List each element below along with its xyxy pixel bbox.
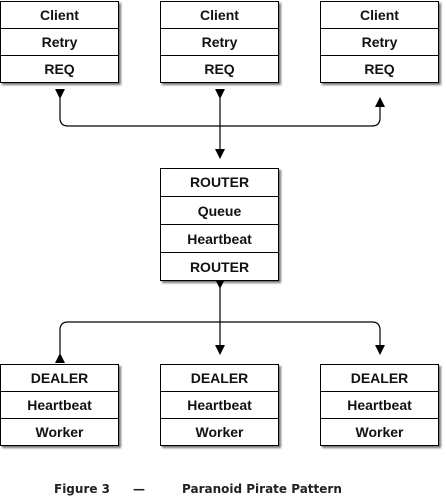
figure-number: Figure 3 bbox=[54, 482, 111, 496]
queue-label: Queue bbox=[161, 196, 278, 224]
req-socket-label: REQ bbox=[161, 55, 278, 82]
dealer-socket-label: DEALER bbox=[350, 370, 409, 386]
figure-title: Paranoid Pirate Pattern bbox=[182, 482, 342, 496]
client-label: Client bbox=[360, 7, 399, 23]
heartbeat-label: Heartbeat bbox=[161, 224, 278, 252]
client-box-3: Client Retry REQ bbox=[320, 1, 439, 83]
heartbeat-label: Heartbeat bbox=[1, 391, 118, 418]
frontend-router-label: ROUTER bbox=[189, 174, 250, 190]
client-box-1: Client Retry REQ bbox=[0, 1, 119, 83]
backend-router-label: ROUTER bbox=[161, 252, 278, 280]
dealer-socket-label: DEALER bbox=[190, 370, 249, 386]
retry-label: Retry bbox=[1, 28, 118, 55]
req-socket-label: REQ bbox=[321, 55, 438, 82]
client-box-2: Client Retry REQ bbox=[160, 1, 279, 83]
retry-label: Retry bbox=[321, 28, 438, 55]
worker-box-3: DEALER Heartbeat Worker bbox=[320, 364, 439, 446]
dealer-socket-label: DEALER bbox=[30, 370, 89, 386]
caption-dash: — bbox=[133, 482, 145, 496]
heartbeat-label: Heartbeat bbox=[321, 391, 438, 418]
retry-label: Retry bbox=[161, 28, 278, 55]
worker-box-2: DEALER Heartbeat Worker bbox=[160, 364, 279, 446]
broker-box: ROUTER Queue Heartbeat ROUTER bbox=[160, 168, 279, 281]
worker-label: Worker bbox=[321, 418, 438, 445]
worker-label: Worker bbox=[1, 418, 118, 445]
heartbeat-label: Heartbeat bbox=[161, 391, 278, 418]
worker-label: Worker bbox=[161, 418, 278, 445]
client-label: Client bbox=[40, 7, 79, 23]
req-socket-label: REQ bbox=[1, 55, 118, 82]
worker-box-1: DEALER Heartbeat Worker bbox=[0, 364, 119, 446]
figure-caption: Figure 3 — Paranoid Pirate Pattern bbox=[0, 482, 446, 498]
client-label: Client bbox=[200, 7, 239, 23]
